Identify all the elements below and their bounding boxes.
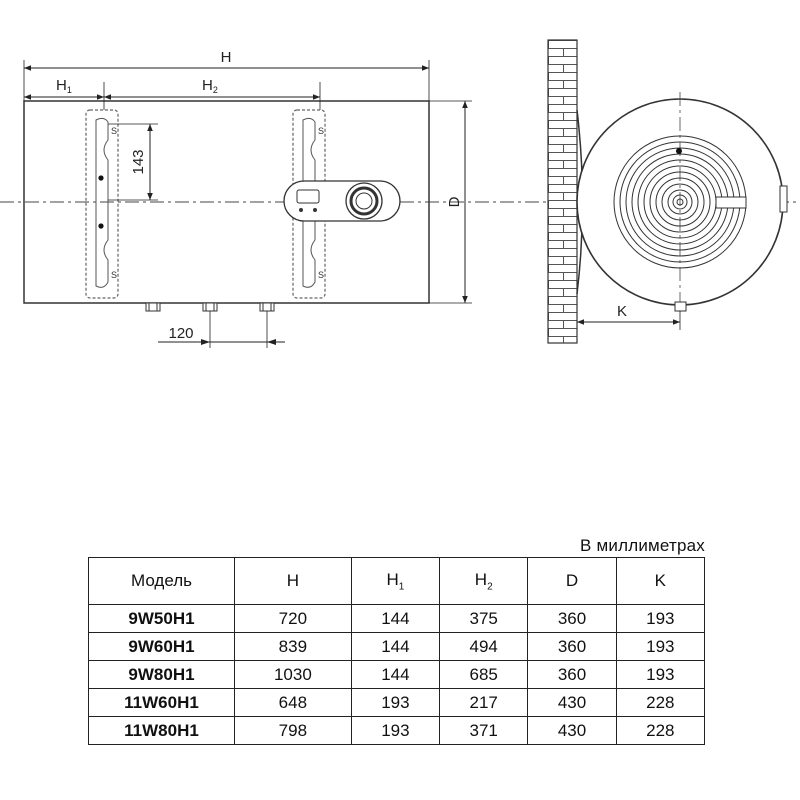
header-model: Модель [88,557,235,605]
dim-label-143: 143 [130,149,147,174]
dimensions-table: Модель H H1 H2 D K 9W50H1 720 144 375 36… [88,557,706,745]
cell-K: 228 [615,716,706,745]
cell-H2: 371 [439,716,529,745]
side-view: K [547,39,788,344]
svg-text:S: S [318,126,324,136]
svg-text:S: S [318,270,324,280]
cell-model: 9W50H1 [88,604,235,633]
table-row: 9W50H1 720 144 375 360 193 [88,604,706,633]
mounting-bracket-left: S S [85,109,119,299]
header-H2: H2 [439,557,529,605]
cell-D: 360 [527,604,617,633]
brick-wall [547,39,578,344]
cell-H: 839 [234,632,352,661]
dim-label-H1: H1 [56,77,72,95]
header-H1: H1 [350,557,441,605]
cell-H2: 685 [439,660,529,689]
table-header-row: Модель H H1 H2 D K [88,557,706,605]
header-D: D [527,557,617,605]
cell-H2: 217 [439,688,529,717]
control-panel [283,180,401,222]
header-H: H [234,557,352,605]
dim-label-D: D [446,196,463,207]
table-row: 11W80H1 798 193 371 430 228 [88,716,706,745]
table-row: 9W80H1 1030 144 685 360 193 [88,660,706,689]
cell-K: 193 [615,632,706,661]
units-caption: В миллиметрах [580,536,705,555]
cell-model: 11W80H1 [88,716,235,745]
dim-label-H: H [221,49,232,66]
dim-label-120: 120 [168,325,193,342]
cell-D: 430 [527,716,617,745]
cell-H1: 144 [350,604,441,633]
cell-K: 228 [615,688,706,717]
cell-H2: 494 [439,632,529,661]
cell-H1: 193 [350,688,441,717]
cell-H: 720 [234,604,352,633]
cell-model: 9W80H1 [88,660,235,689]
cell-H: 798 [234,716,352,745]
side-nozzle [779,185,788,213]
svg-text:S: S [111,126,117,136]
cell-H1: 144 [350,632,441,661]
anode-flange [715,196,747,209]
cell-D: 360 [527,632,617,661]
cell-K: 193 [615,660,706,689]
cell-model: 9W60H1 [88,632,235,661]
cell-H: 648 [234,688,352,717]
pipes [145,302,275,312]
dim-label-H2: H2 [202,77,218,95]
bottom-pipe [674,301,687,312]
dim-label-K: K [617,303,627,320]
cell-H: 1030 [234,660,352,689]
cell-K: 193 [615,604,706,633]
cell-H2: 375 [439,604,529,633]
svg-text:S: S [111,270,117,280]
cell-H1: 193 [350,716,441,745]
header-K: K [615,557,706,605]
front-view: H H1 H2 S S S S 143 [0,49,800,348]
cell-H1: 144 [350,660,441,689]
technical-drawing: H H1 H2 S S S S 143 [0,39,800,348]
table-row: 9W60H1 839 144 494 360 193 [88,632,706,661]
cell-model: 11W60H1 [88,688,235,717]
cell-D: 360 [527,660,617,689]
cell-D: 430 [527,688,617,717]
table-row: 11W60H1 648 193 217 430 228 [88,688,706,717]
